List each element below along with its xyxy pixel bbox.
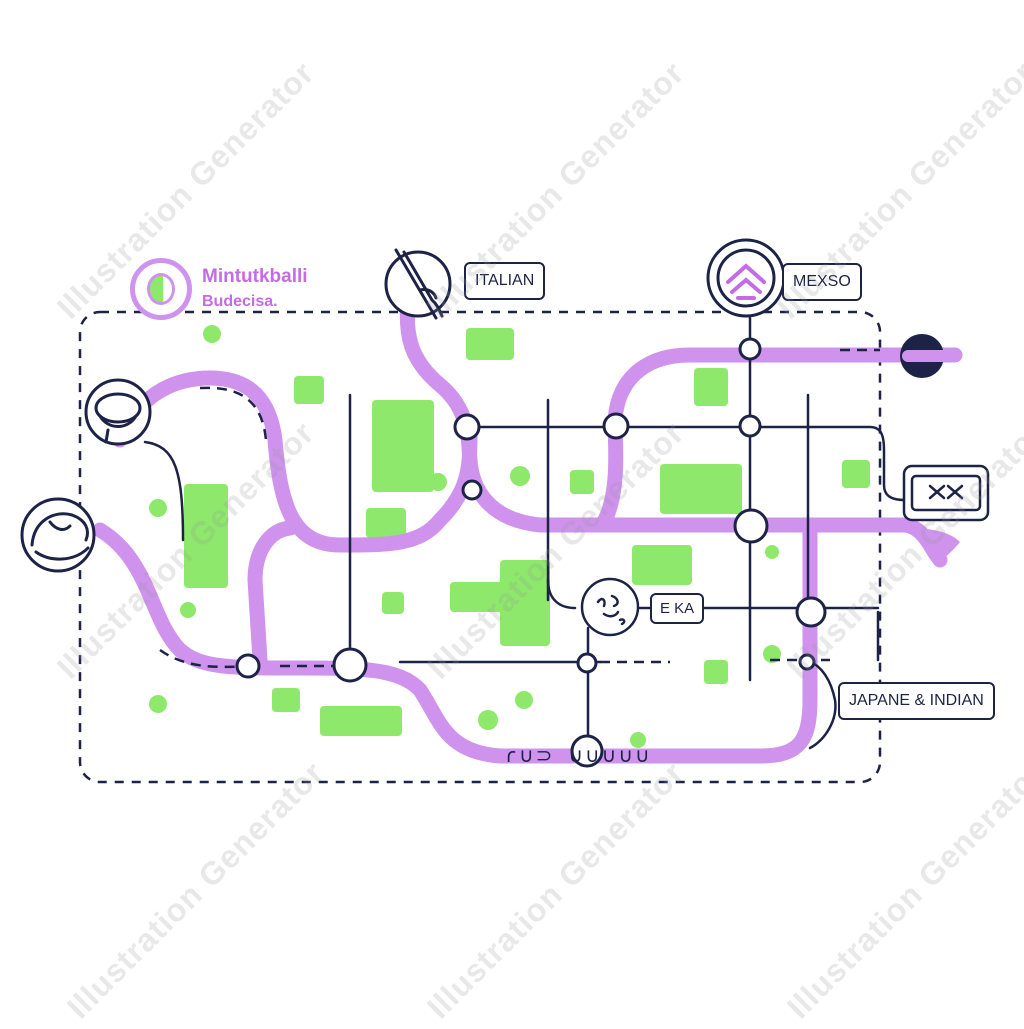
route-south xyxy=(92,522,818,764)
street-line xyxy=(143,440,185,542)
park-patch xyxy=(366,508,406,538)
station-node xyxy=(733,508,769,544)
brand-logo xyxy=(130,258,192,320)
park-patch xyxy=(500,560,550,646)
route-spur xyxy=(247,520,298,668)
park-patch xyxy=(704,660,728,684)
park-patch xyxy=(694,368,728,406)
park-patch xyxy=(429,473,447,491)
park-patch xyxy=(763,645,781,663)
park-patch xyxy=(320,706,402,736)
park-patch xyxy=(478,710,498,730)
pin-icon xyxy=(900,334,958,378)
park-patch xyxy=(842,460,870,488)
station-node xyxy=(570,734,604,768)
bottom-scribble: ɾ∪⊃ ∪∪∪∪∪ xyxy=(505,746,652,769)
street-line xyxy=(468,425,907,502)
park-patch xyxy=(294,376,324,404)
label-mexico: MEXSO xyxy=(782,263,862,301)
park-patch xyxy=(510,466,530,486)
park-patch xyxy=(515,691,533,709)
street-line xyxy=(806,658,837,750)
station-node xyxy=(332,647,368,683)
route-drip xyxy=(920,528,960,565)
noodle-bowl-icon xyxy=(580,577,640,637)
park-patch xyxy=(632,545,692,585)
park-patch xyxy=(660,464,742,514)
route-italian xyxy=(399,292,948,568)
park-patch xyxy=(382,592,404,614)
label-italian: ITALIAN xyxy=(464,262,546,300)
brand-title-line1: Mintutkballi xyxy=(202,266,308,287)
bread-bowl-icon xyxy=(84,378,152,446)
station-node xyxy=(461,479,483,501)
park-patch xyxy=(372,400,434,492)
station-node xyxy=(602,412,630,440)
station-node xyxy=(795,596,827,628)
chopsticks-icon xyxy=(384,248,452,320)
station-node xyxy=(235,653,261,679)
route-dash xyxy=(159,648,251,669)
route-west-loop xyxy=(112,370,478,553)
stations xyxy=(235,337,827,768)
map-boundary xyxy=(78,310,882,784)
street-line xyxy=(546,578,577,610)
park-patch xyxy=(149,695,167,713)
station-node xyxy=(453,413,481,441)
label-japanese-indian: JAPANE & INDIAN xyxy=(838,682,995,720)
taco-icon xyxy=(20,497,96,573)
park-patch xyxy=(570,470,594,494)
brand-title-line2: Budecisa. xyxy=(202,293,278,310)
park-patch xyxy=(203,325,221,343)
takeout-box-icon xyxy=(902,464,990,522)
street-lines xyxy=(143,316,907,754)
park-patch xyxy=(184,484,228,588)
park-patch xyxy=(466,328,514,360)
park-patch xyxy=(630,732,646,748)
park-patch xyxy=(180,602,196,618)
park-patch xyxy=(765,545,779,559)
label-eha: E KA xyxy=(650,593,705,624)
station-node xyxy=(798,653,816,671)
station-node xyxy=(738,337,762,361)
cloche-icon xyxy=(706,238,786,318)
brand-title: Mintutkballi Budecisa. xyxy=(202,264,308,314)
station-node xyxy=(738,414,762,438)
park-patch xyxy=(149,499,167,517)
brand-header: Mintutkballi Budecisa. xyxy=(130,258,308,320)
park-patch xyxy=(272,688,300,712)
park-patches xyxy=(149,325,870,748)
station-node xyxy=(576,652,598,674)
